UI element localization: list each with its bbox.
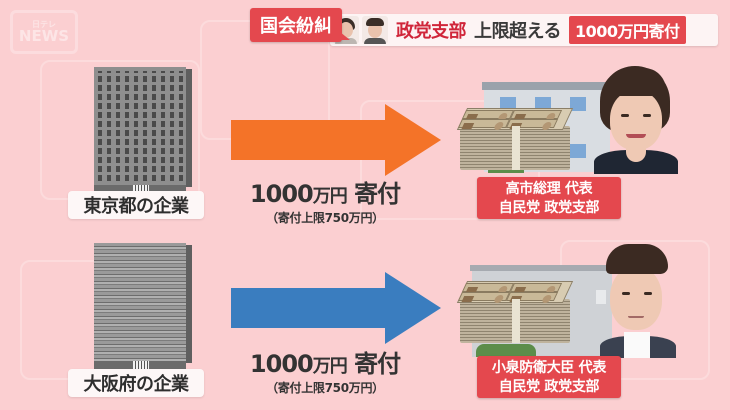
donation-limit-note: （寄付上限750万円） — [266, 211, 384, 225]
tokyo-company-building — [91, 67, 201, 197]
headline-amount-pill: 1000万円寄付 — [568, 16, 686, 44]
amount-suffix: 寄付 — [354, 350, 401, 378]
amount-suffix: 寄付 — [354, 180, 401, 208]
headline-text: 上限超える — [474, 21, 561, 42]
donation-limit-note: （寄付上限750万円） — [266, 381, 384, 395]
amount-unit: 万円 — [312, 356, 348, 377]
building-window — [535, 97, 551, 111]
building-window — [570, 97, 586, 111]
recipient-label-koizumi: 小泉防衛大臣 代表 自民党 政党支部 — [477, 356, 621, 398]
headline-banner: 政党支部 上限超える 1000万円寄付 — [330, 14, 718, 46]
cash-stack-icon — [450, 104, 580, 174]
thumbnail-koizumi — [362, 16, 388, 44]
recipient-name: 小泉防衛大臣 代表 — [491, 360, 607, 376]
shrub — [476, 344, 536, 357]
party-branch-building — [482, 82, 612, 90]
osaka-company-label: 大阪府の企業 — [68, 369, 204, 397]
recipient-name: 高市総理 代表 — [505, 181, 593, 197]
headline-highlight: 政党支部 — [396, 21, 467, 42]
building-window — [500, 97, 516, 111]
donation-arrow-orange — [231, 104, 441, 176]
party-branch-building — [470, 265, 612, 271]
topic-tag: 国会紛糾 — [250, 8, 350, 42]
amount-unit: 万円 — [312, 186, 348, 207]
portrait-koizumi — [596, 240, 680, 358]
recipient-label-takaichi: 高市総理 代表 自民党 政党支部 — [477, 177, 621, 219]
building-window — [596, 290, 606, 304]
building-window — [570, 144, 586, 158]
cash-stack-icon — [450, 277, 580, 347]
tokyo-donation-amount: 1000万円 寄付 （寄付上限750万円） — [235, 174, 415, 226]
donation-arrow-blue — [231, 272, 441, 344]
osaka-company-building — [91, 243, 201, 373]
amount-value: 1000 — [249, 180, 314, 208]
amount-value: 1000 — [249, 350, 314, 378]
tokyo-company-label: 東京都の企業 — [68, 191, 204, 219]
news-logo-watermark: 日テレ NEWS — [10, 10, 78, 54]
logo-text: NEWS — [18, 26, 70, 45]
recipient-party: 自民党 政党支部 — [498, 379, 600, 395]
portrait-takaichi — [588, 62, 684, 174]
recipient-party: 自民党 政党支部 — [498, 200, 600, 216]
osaka-donation-amount: 1000万円 寄付 （寄付上限750万円） — [235, 344, 415, 396]
logo-small-text: 日テレ — [32, 19, 56, 29]
